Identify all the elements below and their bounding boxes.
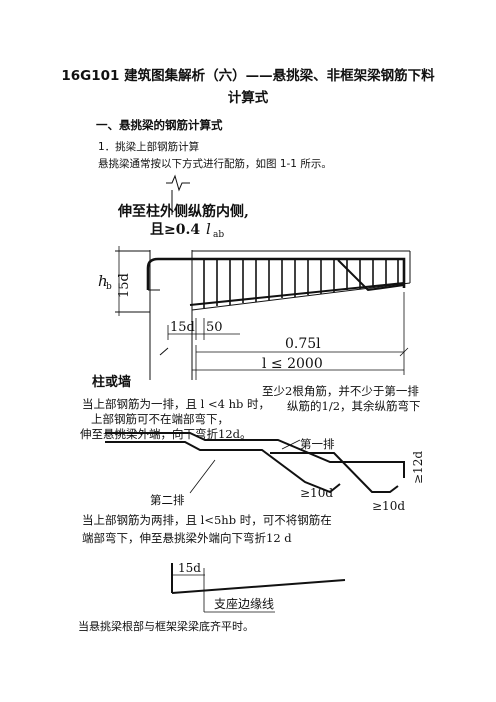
top-rebar bbox=[146, 257, 406, 290]
doc-title-line1: 16G101 建筑图集解析（六）——悬挑梁、非框架梁钢筋下料 bbox=[61, 68, 435, 84]
edge-label: 支座边缘线 bbox=[214, 596, 274, 611]
stirrups bbox=[203, 260, 399, 308]
right-note-line1: 至少2根角筋，并不少于第一排 bbox=[262, 384, 419, 398]
subsection-heading: 1．挑梁上部钢筋计算 bbox=[98, 141, 200, 153]
left-note-line2: 上部钢筋可不在端部弯下， bbox=[91, 412, 229, 426]
bent-rebar bbox=[337, 259, 405, 292]
dim-50: 50 bbox=[206, 320, 223, 335]
support-label: 柱或墙 bbox=[92, 374, 131, 390]
bottom-note-line2: 端部弯下，伸至悬挑梁外端向下弯折12 d bbox=[82, 531, 292, 545]
dim-15d-top: 15d bbox=[170, 320, 195, 335]
beam-bottom-edge bbox=[191, 282, 411, 311]
bottom-rebar bbox=[189, 282, 405, 306]
dim-10d-b: ≥10d bbox=[372, 499, 405, 513]
top-note-line2-sub: ab bbox=[213, 230, 224, 240]
dim-l: l ≤ 2000 bbox=[262, 356, 323, 372]
left-note-line3: 伸至悬挑梁外端，向下弯折12d。 bbox=[80, 427, 252, 441]
section-heading: 一、悬挑梁的钢筋计算式 bbox=[96, 118, 223, 132]
right-note-line2: 纵筋的1/2，其余纵筋弯下 bbox=[287, 399, 421, 413]
first-row-rebar bbox=[105, 432, 405, 478]
second-row-rebar bbox=[105, 441, 341, 494]
top-note-line1: 伸至柱外侧纵筋内侧, bbox=[117, 203, 249, 220]
third-row-rebar bbox=[270, 452, 399, 493]
dim-10d-a: ≥10d bbox=[300, 486, 333, 500]
dim-15d-vertical: 15d bbox=[117, 273, 132, 298]
row1-label: 第一排 bbox=[300, 437, 335, 451]
row2-label: 第二排 bbox=[150, 493, 185, 507]
bottom-caption: 当悬挑梁根部与框架梁梁底齐平时。 bbox=[78, 619, 254, 633]
column-break-mark bbox=[166, 174, 190, 192]
left-note-line1: 当上部钢筋为一排，且 l <4 hb 时， bbox=[82, 397, 270, 411]
hb-sub: b bbox=[106, 282, 112, 292]
bottom-dim-15d: 15d bbox=[178, 561, 201, 575]
hb-label: h bbox=[98, 272, 108, 290]
dim-12d: ≥12d bbox=[411, 451, 425, 484]
intro-paragraph: 悬挑梁通常按以下方式进行配筋，如图 1-1 所示。 bbox=[98, 158, 332, 170]
top-note-line2: 且≥0.4 bbox=[150, 222, 200, 238]
dim-075l: 0.75l bbox=[285, 336, 321, 352]
bottom-rebar-short bbox=[171, 579, 346, 594]
bottom-note-line1: 当上部钢筋为两排，且 l<5hb 时，可不将钢筋在 bbox=[82, 513, 332, 527]
doc-title-line2: 计算式 bbox=[227, 90, 269, 106]
top-note-line2-l: l bbox=[206, 220, 211, 238]
